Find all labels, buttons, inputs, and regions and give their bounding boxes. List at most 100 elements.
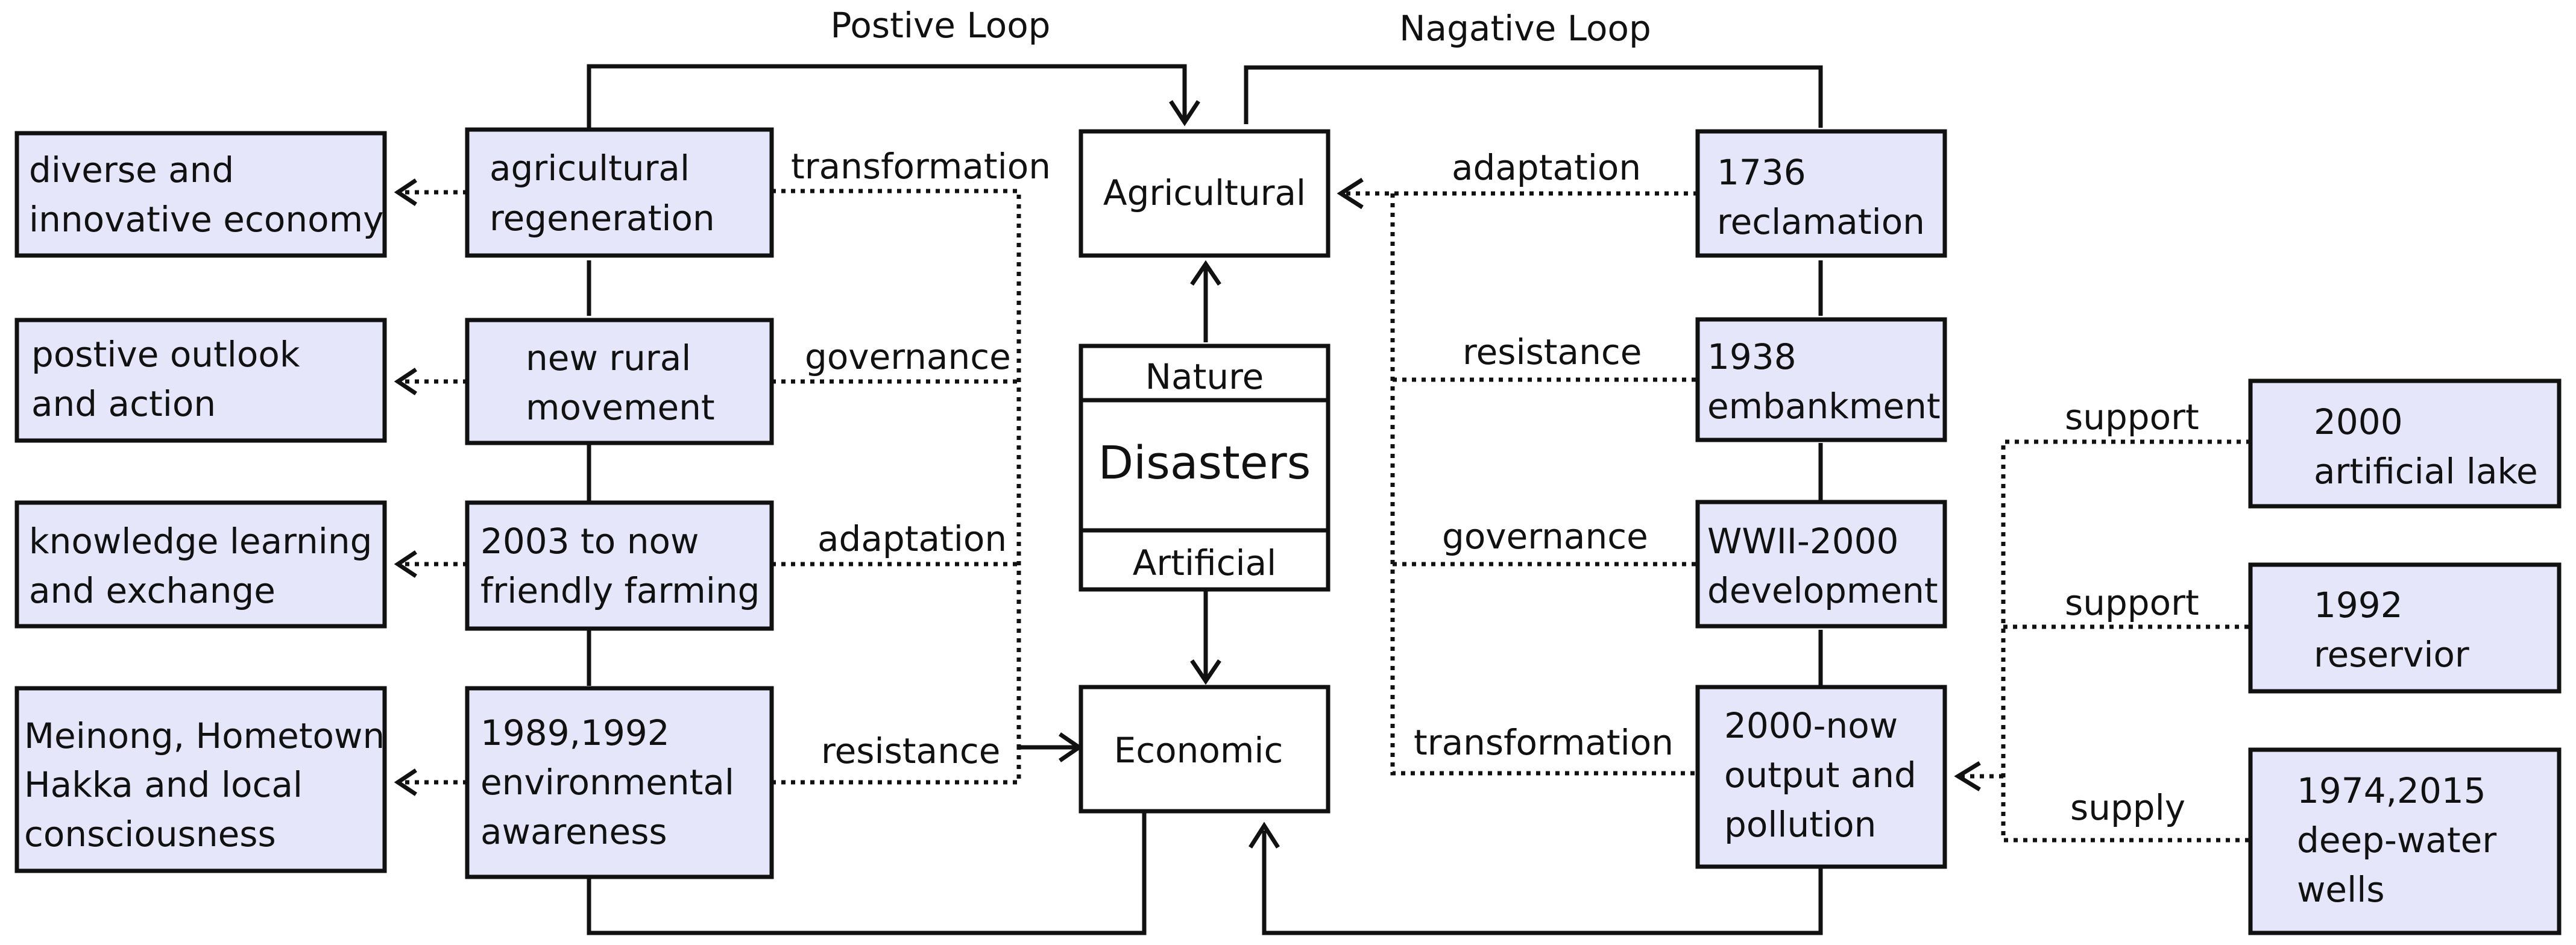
disasters-stack <box>1079 344 1331 592</box>
nature-label: Nature <box>1145 356 1264 397</box>
negative-loop-title: Nagative Loop <box>1399 8 1651 49</box>
left-event-3-line-2: friendly farming <box>480 570 760 611</box>
event-box-friendly-farming <box>465 500 774 631</box>
left-event-4: 1989,1992 environmental awareness <box>480 712 745 852</box>
outcome-3-line-1: knowledge learning <box>29 521 372 562</box>
event-box-environmental-awareness <box>465 686 774 879</box>
right-event-2-line-1: 1938 <box>1707 336 1797 377</box>
event-box-new-rural-movement <box>465 318 774 445</box>
far-right-2: 1992 reservior <box>2314 585 2469 675</box>
nature-to-agricultural-arrowhead <box>1190 260 1221 286</box>
right-link-label-2: resistance <box>1463 331 1642 372</box>
far-right-link-label-1: support <box>2065 397 2199 438</box>
event-box-wwii-development <box>1695 500 1947 629</box>
far-right-1-line-1: 2000 <box>2314 401 2403 442</box>
left-event-4-line-2: environmental <box>480 762 734 803</box>
source-box-artificial-lake <box>2248 378 2562 509</box>
far-right-1: 2000 artificial lake <box>2314 401 2538 492</box>
far-right-1-line-2: artificial lake <box>2314 451 2538 492</box>
outcome-4-line-3: consciousness <box>24 814 276 855</box>
right-event-1-line-2: reclamation <box>1717 201 1925 242</box>
outcome-3: knowledge learning and exchange <box>29 521 383 611</box>
positive-loop-title: Postive Loop <box>831 5 1051 46</box>
economic-label: Economic <box>1114 730 1283 771</box>
left-event-4-line-3: awareness <box>480 811 667 852</box>
event-box-output-pollution <box>1695 685 1947 869</box>
source-box-deep-water-wells <box>2248 747 2562 935</box>
artificial-label: Artificial <box>1133 542 1277 583</box>
negative-loop-bottom <box>1262 830 1823 935</box>
outcome-1: diverse and innovative economy <box>29 149 383 240</box>
event-box-1736-reclamation <box>1695 129 1947 258</box>
left-event-1: agricultural regeneration <box>490 148 715 239</box>
left-event-1-line-1: agricultural <box>490 148 690 189</box>
outcome-box-2 <box>14 318 387 443</box>
far-right-link-to-pollution-arrowhead <box>1954 761 1981 791</box>
right-event-4-line-3: pollution <box>1724 804 1876 845</box>
far-right-link-label-2: support <box>2065 582 2199 623</box>
agricultural-box <box>1079 129 1331 258</box>
left-event-1-line-2: regeneration <box>490 198 715 239</box>
far-right-link-lake <box>2001 439 2250 843</box>
left-event-2-line-2: movement <box>526 387 715 428</box>
far-right-2-line-1: 1992 <box>2314 585 2403 626</box>
outcome-box-4 <box>14 686 387 873</box>
right-event-4-line-1: 2000-now <box>1724 705 1898 746</box>
left-link-label-2: governance <box>805 336 1011 377</box>
outcome-2-line-1: postive outlook <box>31 334 300 375</box>
right-event-3: WWII-2000 development <box>1707 521 1938 611</box>
far-right-link-label-3: supply <box>2070 787 2185 828</box>
negative-loop-bottom-arrowhead <box>1249 821 1280 849</box>
outcome-4-line-2: Hakka and local <box>24 764 303 805</box>
outcome-4-line-1: Meinong, Hometown <box>24 715 385 756</box>
right-link-label-1: adaptation <box>1452 147 1641 188</box>
positive-loop-top-arrow <box>587 64 1187 128</box>
outcome-2: postive outlook and action <box>31 334 311 424</box>
right-event-2-line-2: embankment <box>1707 386 1941 427</box>
outcome-1-line-2: innovative economy <box>29 199 383 240</box>
left-link-resistance <box>772 747 1021 785</box>
agricultural-label: Agricultural <box>1103 172 1306 213</box>
left-link-to-economic-arrowhead <box>1059 732 1083 762</box>
left-event-4-line-1: 1989,1992 <box>480 712 670 753</box>
right-event-4-line-2: output and <box>1724 755 1916 796</box>
left-arrowhead-3 <box>394 550 417 578</box>
right-event-1: 1736 reclamation <box>1717 152 1925 242</box>
left-link-label-1: transformation <box>791 146 1051 187</box>
outcome-box-3 <box>14 500 387 629</box>
outcome-4: Meinong, Hometown Hakka and local consci… <box>24 715 396 855</box>
right-event-3-line-1: WWII-2000 <box>1707 521 1898 562</box>
right-link-label-4: transformation <box>1414 722 1674 763</box>
left-event-3-line-1: 2003 to now <box>480 521 699 562</box>
right-link-adaptation-arrowhead <box>1337 178 1364 209</box>
left-arrowhead-2 <box>394 368 417 395</box>
right-event-3-line-2: development <box>1707 570 1938 611</box>
disasters-label: Disasters <box>1098 436 1311 489</box>
far-right-3-line-2: deep-water <box>2297 820 2496 861</box>
artificial-to-economic-arrowhead <box>1190 659 1221 685</box>
far-right-2-line-2: reservior <box>2314 634 2469 675</box>
left-event-3: 2003 to now friendly farming <box>480 521 760 611</box>
outcome-1-line-1: diverse and <box>29 149 234 190</box>
outcome-2-line-2: and action <box>31 383 216 424</box>
source-box-reservior <box>2248 562 2562 694</box>
right-link-label-3: governance <box>1442 516 1648 557</box>
left-link-label-4: resistance <box>821 730 1000 771</box>
far-right-3-line-3: wells <box>2297 869 2385 910</box>
negative-loop-top-line <box>1244 65 1823 128</box>
positive-loop-bottom <box>587 812 1147 935</box>
left-link-transformation <box>772 189 1021 747</box>
right-event-4: 2000-now output and pollution <box>1724 705 1927 845</box>
left-arrowhead-4 <box>394 768 417 796</box>
far-right-3: 1974,2015 deep-water wells <box>2297 770 2508 910</box>
right-event-2: 1938 embankment <box>1707 336 1941 427</box>
right-event-1-line-1: 1736 <box>1717 152 1806 193</box>
left-event-2: new rural movement <box>526 338 715 428</box>
right-link-spine <box>1390 193 1698 776</box>
far-right-3-line-1: 1974,2015 <box>2297 770 2486 811</box>
positive-loop-top-arrowhead <box>1169 100 1200 127</box>
outcome-3-line-2: and exchange <box>29 570 276 611</box>
economic-box <box>1079 685 1331 814</box>
outcome-box-1 <box>14 131 387 258</box>
